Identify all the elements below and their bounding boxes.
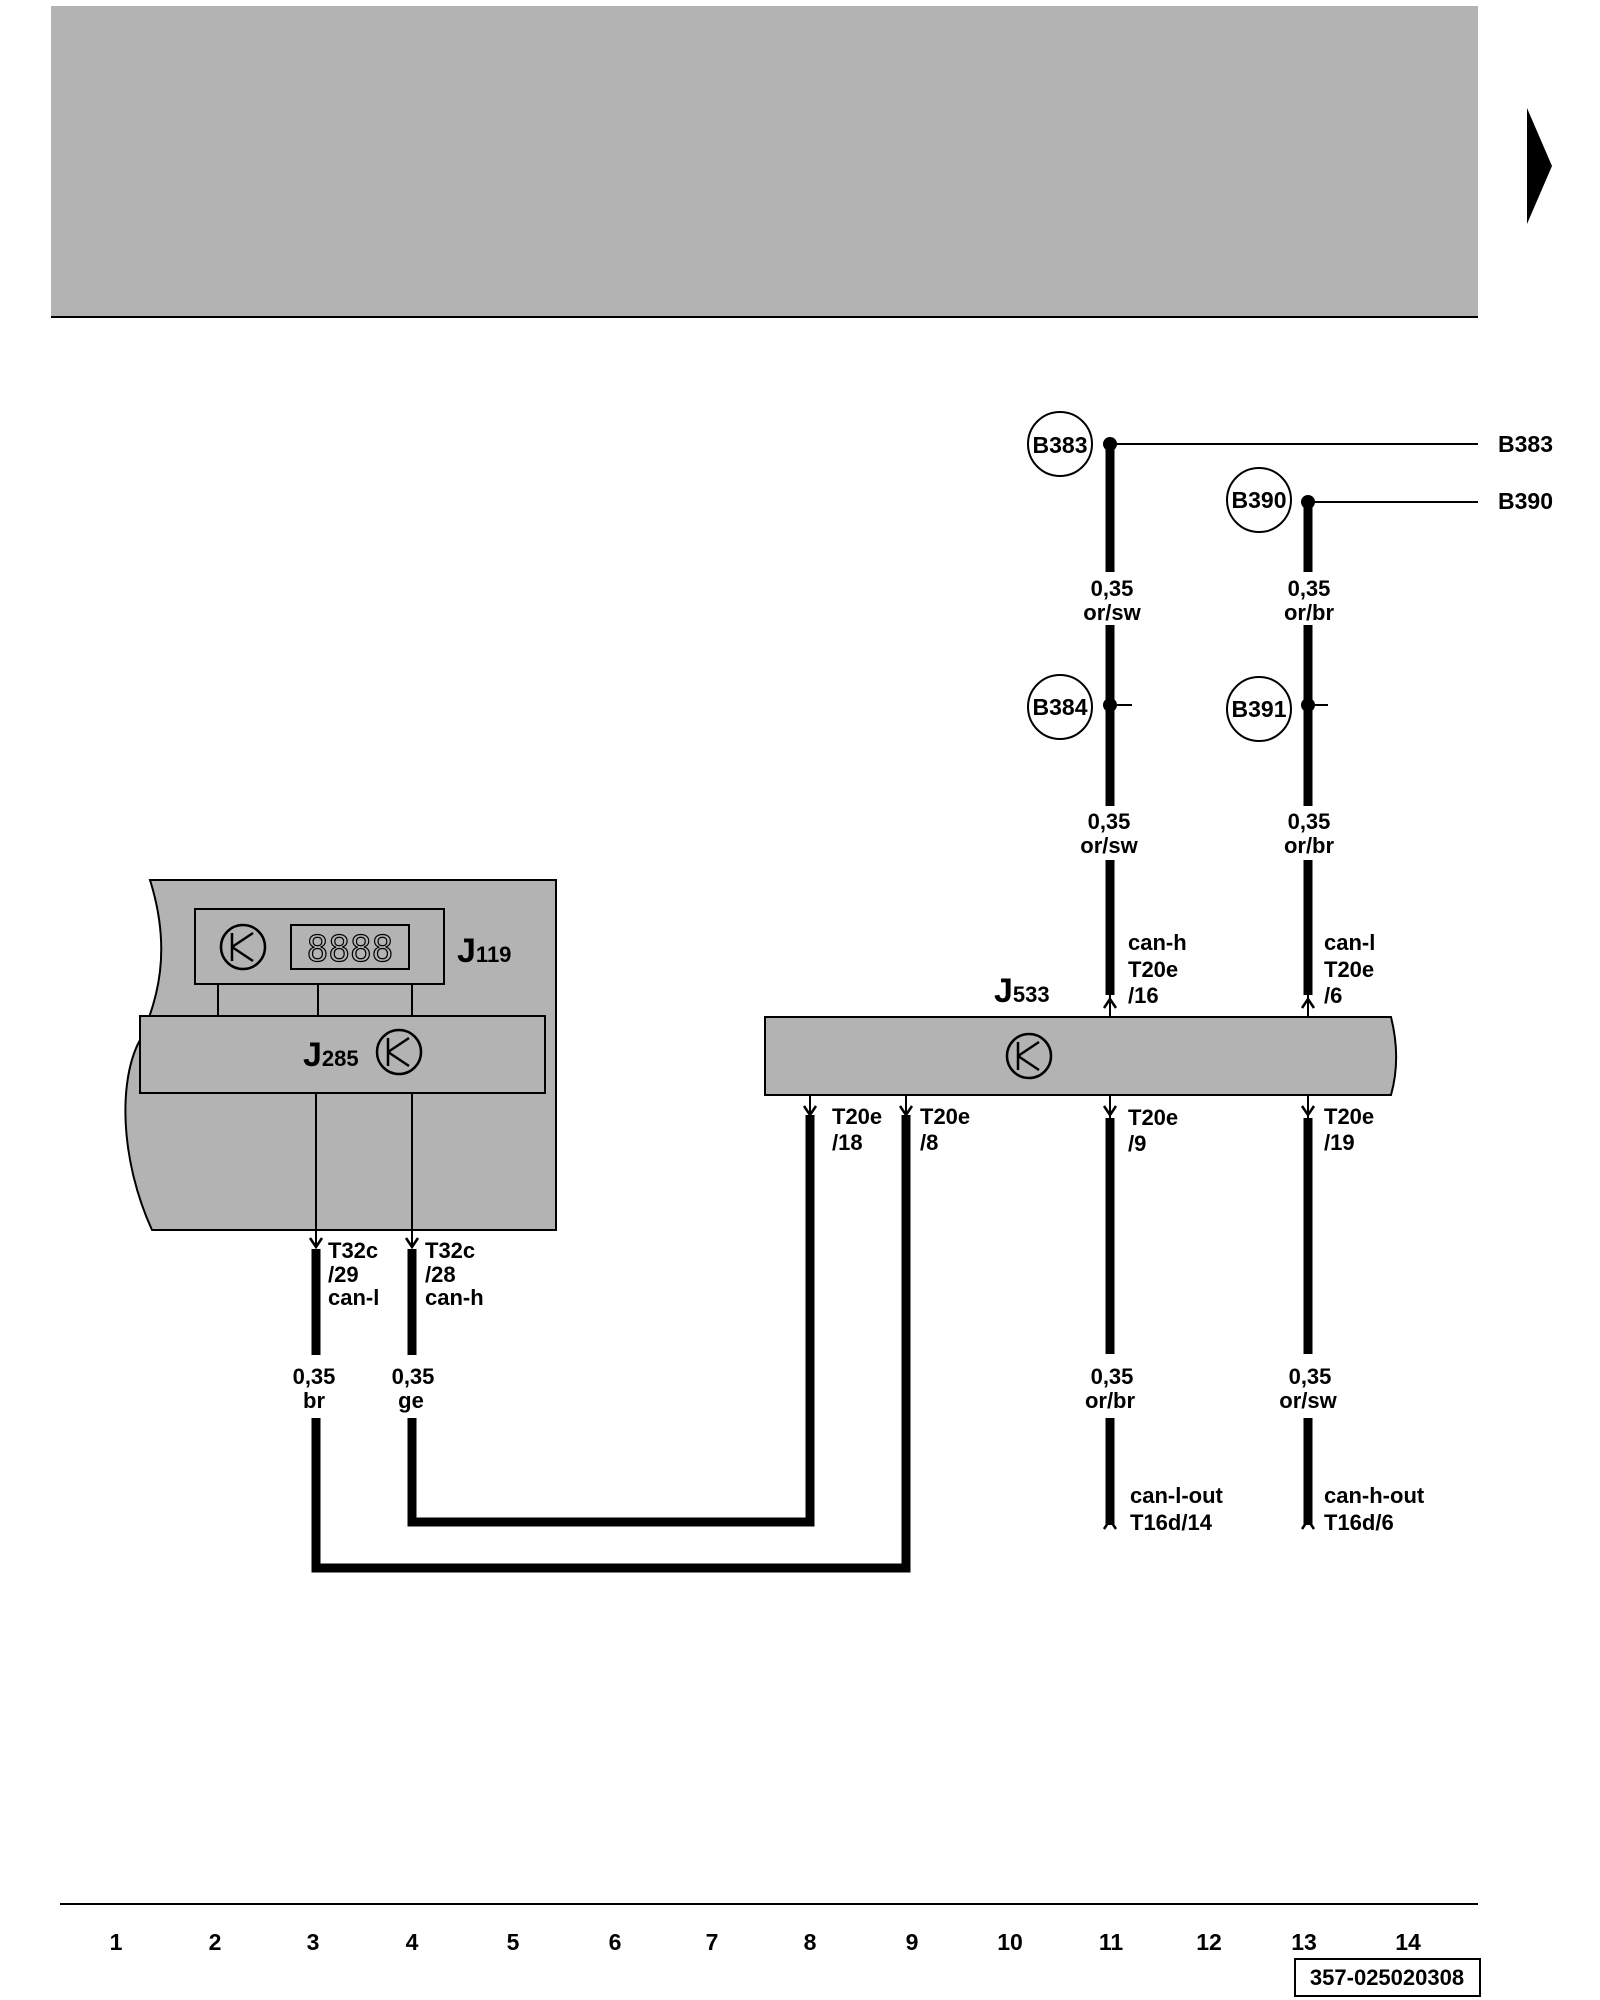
column-number-9: 9 — [906, 1929, 919, 1955]
column-number-2: 2 — [209, 1929, 222, 1955]
pin-label-t20e-18-b: /18 — [832, 1130, 863, 1155]
diagram-id: 357-025020308 — [1310, 1965, 1464, 1990]
pin-label-t32c-29-a: T32c — [328, 1238, 378, 1263]
column-number-7: 7 — [706, 1929, 719, 1955]
pin-label-can-l-sig: can-l — [1324, 930, 1375, 955]
wire-col3-color: br — [303, 1388, 325, 1413]
b391-label: B391 — [1232, 696, 1287, 722]
b384-label: B384 — [1033, 694, 1088, 720]
b390-right-label: B390 — [1498, 488, 1553, 514]
wire-col13-mid-size: 0,35 — [1288, 809, 1331, 834]
b383-right-label: B383 — [1498, 431, 1553, 457]
pin-label-t20e-18-a: T20e — [832, 1104, 882, 1129]
column-number-1: 1 — [110, 1929, 123, 1955]
b390-splice-dot — [1301, 495, 1315, 509]
j533-transistor-icon — [1005, 1032, 1053, 1080]
j119-label: J119 — [457, 932, 511, 970]
wire-col3-to-col9 — [311, 1115, 911, 1573]
j119-display-digits: 8888 — [307, 929, 394, 970]
diagram-id-box — [1294, 1958, 1481, 1997]
column-number-12: 12 — [1196, 1929, 1222, 1955]
b384-splice-dot — [1103, 698, 1117, 712]
pin-label-t32c-29-sig: can-l — [328, 1285, 379, 1310]
column-number-13: 13 — [1291, 1929, 1317, 1955]
j285-label: J285 — [303, 1036, 359, 1074]
b391-splice-dot — [1301, 698, 1315, 712]
wire-col11-mid-size: 0,35 — [1088, 809, 1131, 834]
pin-label-t20e-19-b: /19 — [1324, 1130, 1355, 1155]
pin-label-can-h-b: /16 — [1128, 983, 1159, 1008]
pin-label-t32c-28-sig: can-h — [425, 1285, 484, 1310]
out-can-h-pin: T16d/6 — [1324, 1510, 1394, 1535]
out-can-l-sig: can-l-out — [1130, 1483, 1224, 1508]
wire-col13-bot-size: 0,35 — [1289, 1364, 1332, 1389]
column-number-11: 11 — [1099, 1929, 1124, 1955]
j533-bar — [764, 1016, 1398, 1096]
wire-col4-color: ge — [398, 1388, 424, 1413]
wire-col11-bot-size: 0,35 — [1091, 1364, 1134, 1389]
pin-label-t20e-9-b: /9 — [1128, 1131, 1146, 1156]
column-number-14: 14 — [1395, 1929, 1421, 1955]
pin-label-t20e-9-a: T20e — [1128, 1105, 1178, 1130]
wire-col3-size: 0,35 — [293, 1364, 336, 1389]
pin-label-can-l-a: T20e — [1324, 957, 1374, 982]
pin-label-can-h-a: T20e — [1128, 957, 1178, 982]
out-can-h-sig: can-h-out — [1324, 1483, 1425, 1508]
wire-col4-to-col8 — [407, 1115, 815, 1527]
wire-col11-top-size: 0,35 — [1091, 576, 1134, 601]
wire-col11-bot-color: or/br — [1085, 1388, 1136, 1413]
column-number-10: 10 — [997, 1929, 1023, 1955]
wire-col13-bot-color: or/sw — [1279, 1388, 1337, 1413]
header-band — [51, 6, 1478, 317]
next-page-arrow-icon[interactable] — [1527, 108, 1552, 224]
j119-transistor-icon — [219, 923, 267, 971]
j119-digit-display — [290, 924, 410, 970]
wire-col13-top-color: or/br — [1284, 600, 1335, 625]
pin-label-can-l-b: /6 — [1324, 983, 1342, 1008]
column-number-6: 6 — [609, 1929, 622, 1955]
b383-splice-dot — [1103, 437, 1117, 451]
j285-bar — [139, 1015, 546, 1094]
out-can-l-pin: T16d/14 — [1130, 1510, 1213, 1535]
wire-col4-size: 0,35 — [392, 1364, 435, 1389]
pin-label-t20e-8-b: /8 — [920, 1130, 938, 1155]
column-number-8: 8 — [804, 1929, 817, 1955]
pin-label-t32c-28-a: T32c — [425, 1238, 475, 1263]
b390-connector-circle — [1226, 467, 1292, 533]
pin-label-t32c-28-b: /28 — [425, 1262, 456, 1287]
b384-connector-circle — [1027, 674, 1093, 740]
b383-connector-circle — [1027, 411, 1093, 477]
column-number-3: 3 — [307, 1929, 320, 1955]
wire-col11-mid-color: or/sw — [1080, 833, 1138, 858]
column-number-5: 5 — [507, 1929, 520, 1955]
pin-label-t20e-8-a: T20e — [920, 1104, 970, 1129]
b391-connector-circle — [1226, 676, 1292, 742]
j285-transistor-icon — [375, 1028, 423, 1076]
pin-label-t20e-19-a: T20e — [1324, 1104, 1374, 1129]
column-number-4: 4 — [406, 1929, 419, 1955]
pin-label-t32c-29-b: /29 — [328, 1262, 359, 1287]
wire-col13-top-size: 0,35 — [1288, 576, 1331, 601]
wire-col11-top-color: or/sw — [1083, 600, 1141, 625]
pin-label-can-h-sig: can-h — [1128, 930, 1187, 955]
j533-label: J533 — [994, 972, 1050, 1010]
b390-left-label: B390 — [1232, 487, 1287, 513]
b383-left-label: B383 — [1033, 432, 1088, 458]
wire-col13-mid-color: or/br — [1284, 833, 1335, 858]
